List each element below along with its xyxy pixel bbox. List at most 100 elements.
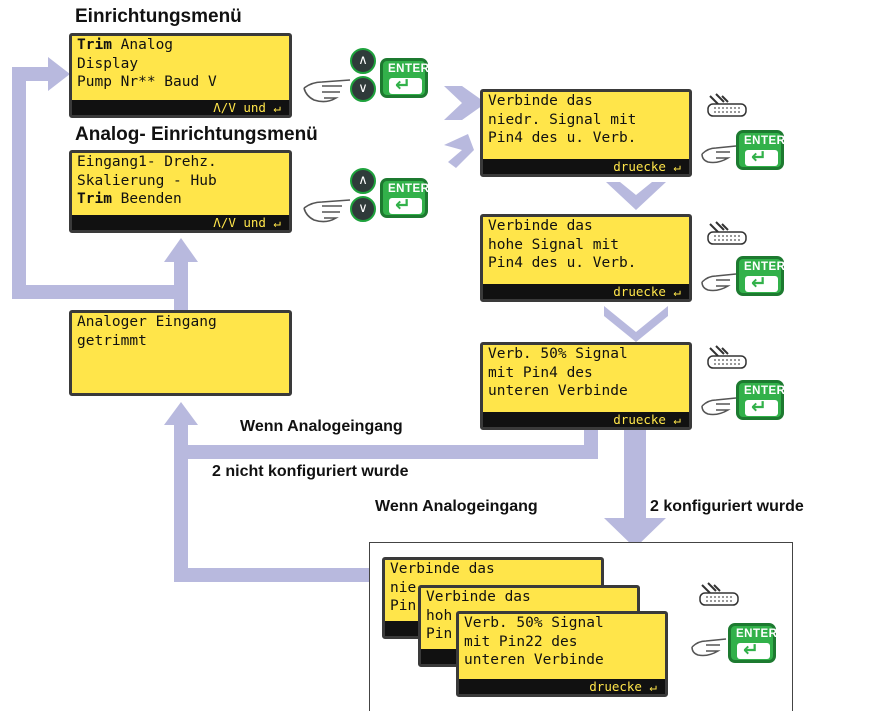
pointing-hand-icon xyxy=(303,79,351,103)
enter-key-icon[interactable]: ENTER xyxy=(728,623,778,663)
step-high-controls: ENTER xyxy=(700,218,790,306)
screen-line: unteren Verbinde xyxy=(464,652,604,668)
screen-line: Verb. 50% Signal xyxy=(464,615,604,631)
return-arrow-icon xyxy=(389,194,422,216)
connector-icon xyxy=(707,221,747,245)
analog-menu-heading: Analog- Einrichtungsmenü xyxy=(75,124,318,145)
screen-line: Analoger Eingang xyxy=(77,314,217,330)
screen-line: getrimmt xyxy=(77,332,147,349)
enter-label: ENTER xyxy=(744,385,786,397)
enter-label: ENTER xyxy=(744,135,786,147)
loop-horizontal-bottom xyxy=(12,285,182,299)
step-high-signal-screen: Verbinde das hohe Signal mit Pin4 des u.… xyxy=(480,214,692,302)
screen-line: Verbinde das xyxy=(426,589,531,605)
screen-footer: druecke ↵ xyxy=(483,159,689,174)
screen-line: mit Pin22 des xyxy=(464,633,578,650)
high-to-50-arrow xyxy=(604,306,668,342)
up-button[interactable]: ∧ xyxy=(350,48,376,74)
connector-icon xyxy=(707,345,747,369)
return-ch1-horizontal xyxy=(174,445,598,459)
bold-word: Trim xyxy=(77,191,112,207)
trimmed-to-analog-arrowhead xyxy=(164,238,198,262)
screen-line: Trim Beenden xyxy=(77,191,182,207)
return-ch1-arrowhead xyxy=(164,402,198,425)
loop-vertical-left xyxy=(12,67,26,299)
down-button[interactable]: ∨ xyxy=(350,76,376,102)
return-arrow-icon xyxy=(737,639,770,661)
enter-key-icon[interactable]: ENTER xyxy=(736,130,786,170)
connector-icon xyxy=(707,93,747,117)
loop-horizontal-top xyxy=(12,67,50,81)
screen-line: Pin4 des u. Verb. xyxy=(488,255,637,271)
screen-line: Verb. 50% Signal xyxy=(488,346,628,362)
screen-line: Verbinde das xyxy=(488,93,593,109)
trimmed-to-analog-stem xyxy=(174,255,188,310)
connector-icon xyxy=(699,582,739,606)
branch-not-configured-line1: Wenn Analogeingang xyxy=(240,418,403,435)
screen-line: Pin xyxy=(426,626,453,642)
step-low-signal-screen: Verbinde das niedr. Signal mit Pin4 des … xyxy=(480,89,692,177)
low-to-high-arrow xyxy=(606,182,666,210)
setup-menu-heading: Einrichtungsmenü xyxy=(75,6,242,27)
branch-configured-line1: Wenn Analogeingang xyxy=(375,498,538,515)
screen-footer: Λ/V und ↵ xyxy=(72,215,289,230)
return-ch2-horizontal xyxy=(174,568,374,582)
enter-label: ENTER xyxy=(744,261,786,273)
ch2-stem xyxy=(624,428,646,528)
up-button[interactable]: ∧ xyxy=(350,168,376,194)
enter-key-icon[interactable]: ENTER xyxy=(736,380,786,420)
branch-configured-line2: 2 konfiguriert wurde xyxy=(650,498,804,515)
setup-to-low-arrow xyxy=(444,86,486,120)
branch-not-configured-line2: 2 nicht konfiguriert wurde xyxy=(212,463,409,480)
enter-key-icon[interactable]: ENTER xyxy=(380,178,430,218)
pointing-hand-icon xyxy=(701,397,737,416)
screen-line: Pin xyxy=(390,598,417,614)
screen-line: hohe Signal mit xyxy=(488,236,619,253)
analog-menu-screen: Eingang1- Drehz. Skalierung - Hub Trim B… xyxy=(69,150,292,233)
screen-line: Skalierung - Hub xyxy=(77,172,217,189)
screen-line: Trim Analog xyxy=(77,37,174,53)
screen-line: Pump Nr** Baud V xyxy=(77,74,217,90)
enter-label: ENTER xyxy=(736,628,778,640)
enter-key-icon[interactable]: ENTER xyxy=(380,58,430,98)
channel-2-sequence-box: Verbinde das nie Pin Verbinde das hoh Pi… xyxy=(369,542,793,711)
ch2-50-signal-screen: Verb. 50% Signal mit Pin22 des unteren V… xyxy=(456,611,668,697)
return-arrow-icon xyxy=(389,74,422,96)
step-50-signal-screen: Verb. 50% Signal mit Pin4 des unteren Ve… xyxy=(480,342,692,430)
screen-line: nie xyxy=(390,579,417,596)
screen-line: unteren Verbinde xyxy=(488,383,628,399)
pointing-hand-icon xyxy=(701,145,737,164)
pointing-hand-icon xyxy=(691,638,727,657)
screen-line: Display xyxy=(77,55,139,72)
screen-line: Verbinde das xyxy=(488,218,593,234)
screen-line: Eingang1- Drehz. xyxy=(77,154,217,170)
analog-nav-controls: ∧ ∨ ENTER xyxy=(302,168,450,232)
screen-footer: Λ/V und ↵ xyxy=(72,100,289,115)
step-50-controls: ENTER xyxy=(700,342,790,430)
trimmed-screen: Analoger Eingang getrimmt xyxy=(69,310,292,396)
screen-footer: druecke ↵ xyxy=(483,284,689,299)
enter-label: ENTER xyxy=(388,63,430,75)
screen-footer: druecke ↵ xyxy=(459,679,665,694)
return-ch2-vertical xyxy=(174,445,188,582)
down-button[interactable]: ∨ xyxy=(350,196,376,222)
ch2-arrowhead xyxy=(604,518,666,548)
bold-word: Trim xyxy=(77,37,112,53)
screen-line: hoh xyxy=(426,607,453,624)
loop-arrowhead xyxy=(48,57,70,91)
return-arrow-icon xyxy=(745,272,778,294)
pointing-hand-icon xyxy=(303,199,351,223)
return-ch1-drop xyxy=(584,428,598,459)
enter-key-icon[interactable]: ENTER xyxy=(736,256,786,296)
setup-nav-controls: ∧ ∨ ENTER xyxy=(302,48,450,112)
screen-line: Pin4 des u. Verb. xyxy=(488,130,637,146)
screen-footer: druecke ↵ xyxy=(483,412,689,427)
enter-label: ENTER xyxy=(388,183,430,195)
setup-menu-screen: Trim Analog Display Pump Nr** Baud V Λ/V… xyxy=(69,33,292,118)
return-arrow-icon xyxy=(745,396,778,418)
pointing-hand-icon xyxy=(701,273,737,292)
step-low-controls: ENTER xyxy=(700,90,790,178)
screen-line: mit Pin4 des xyxy=(488,364,593,381)
screen-line: niedr. Signal mit xyxy=(488,111,637,128)
